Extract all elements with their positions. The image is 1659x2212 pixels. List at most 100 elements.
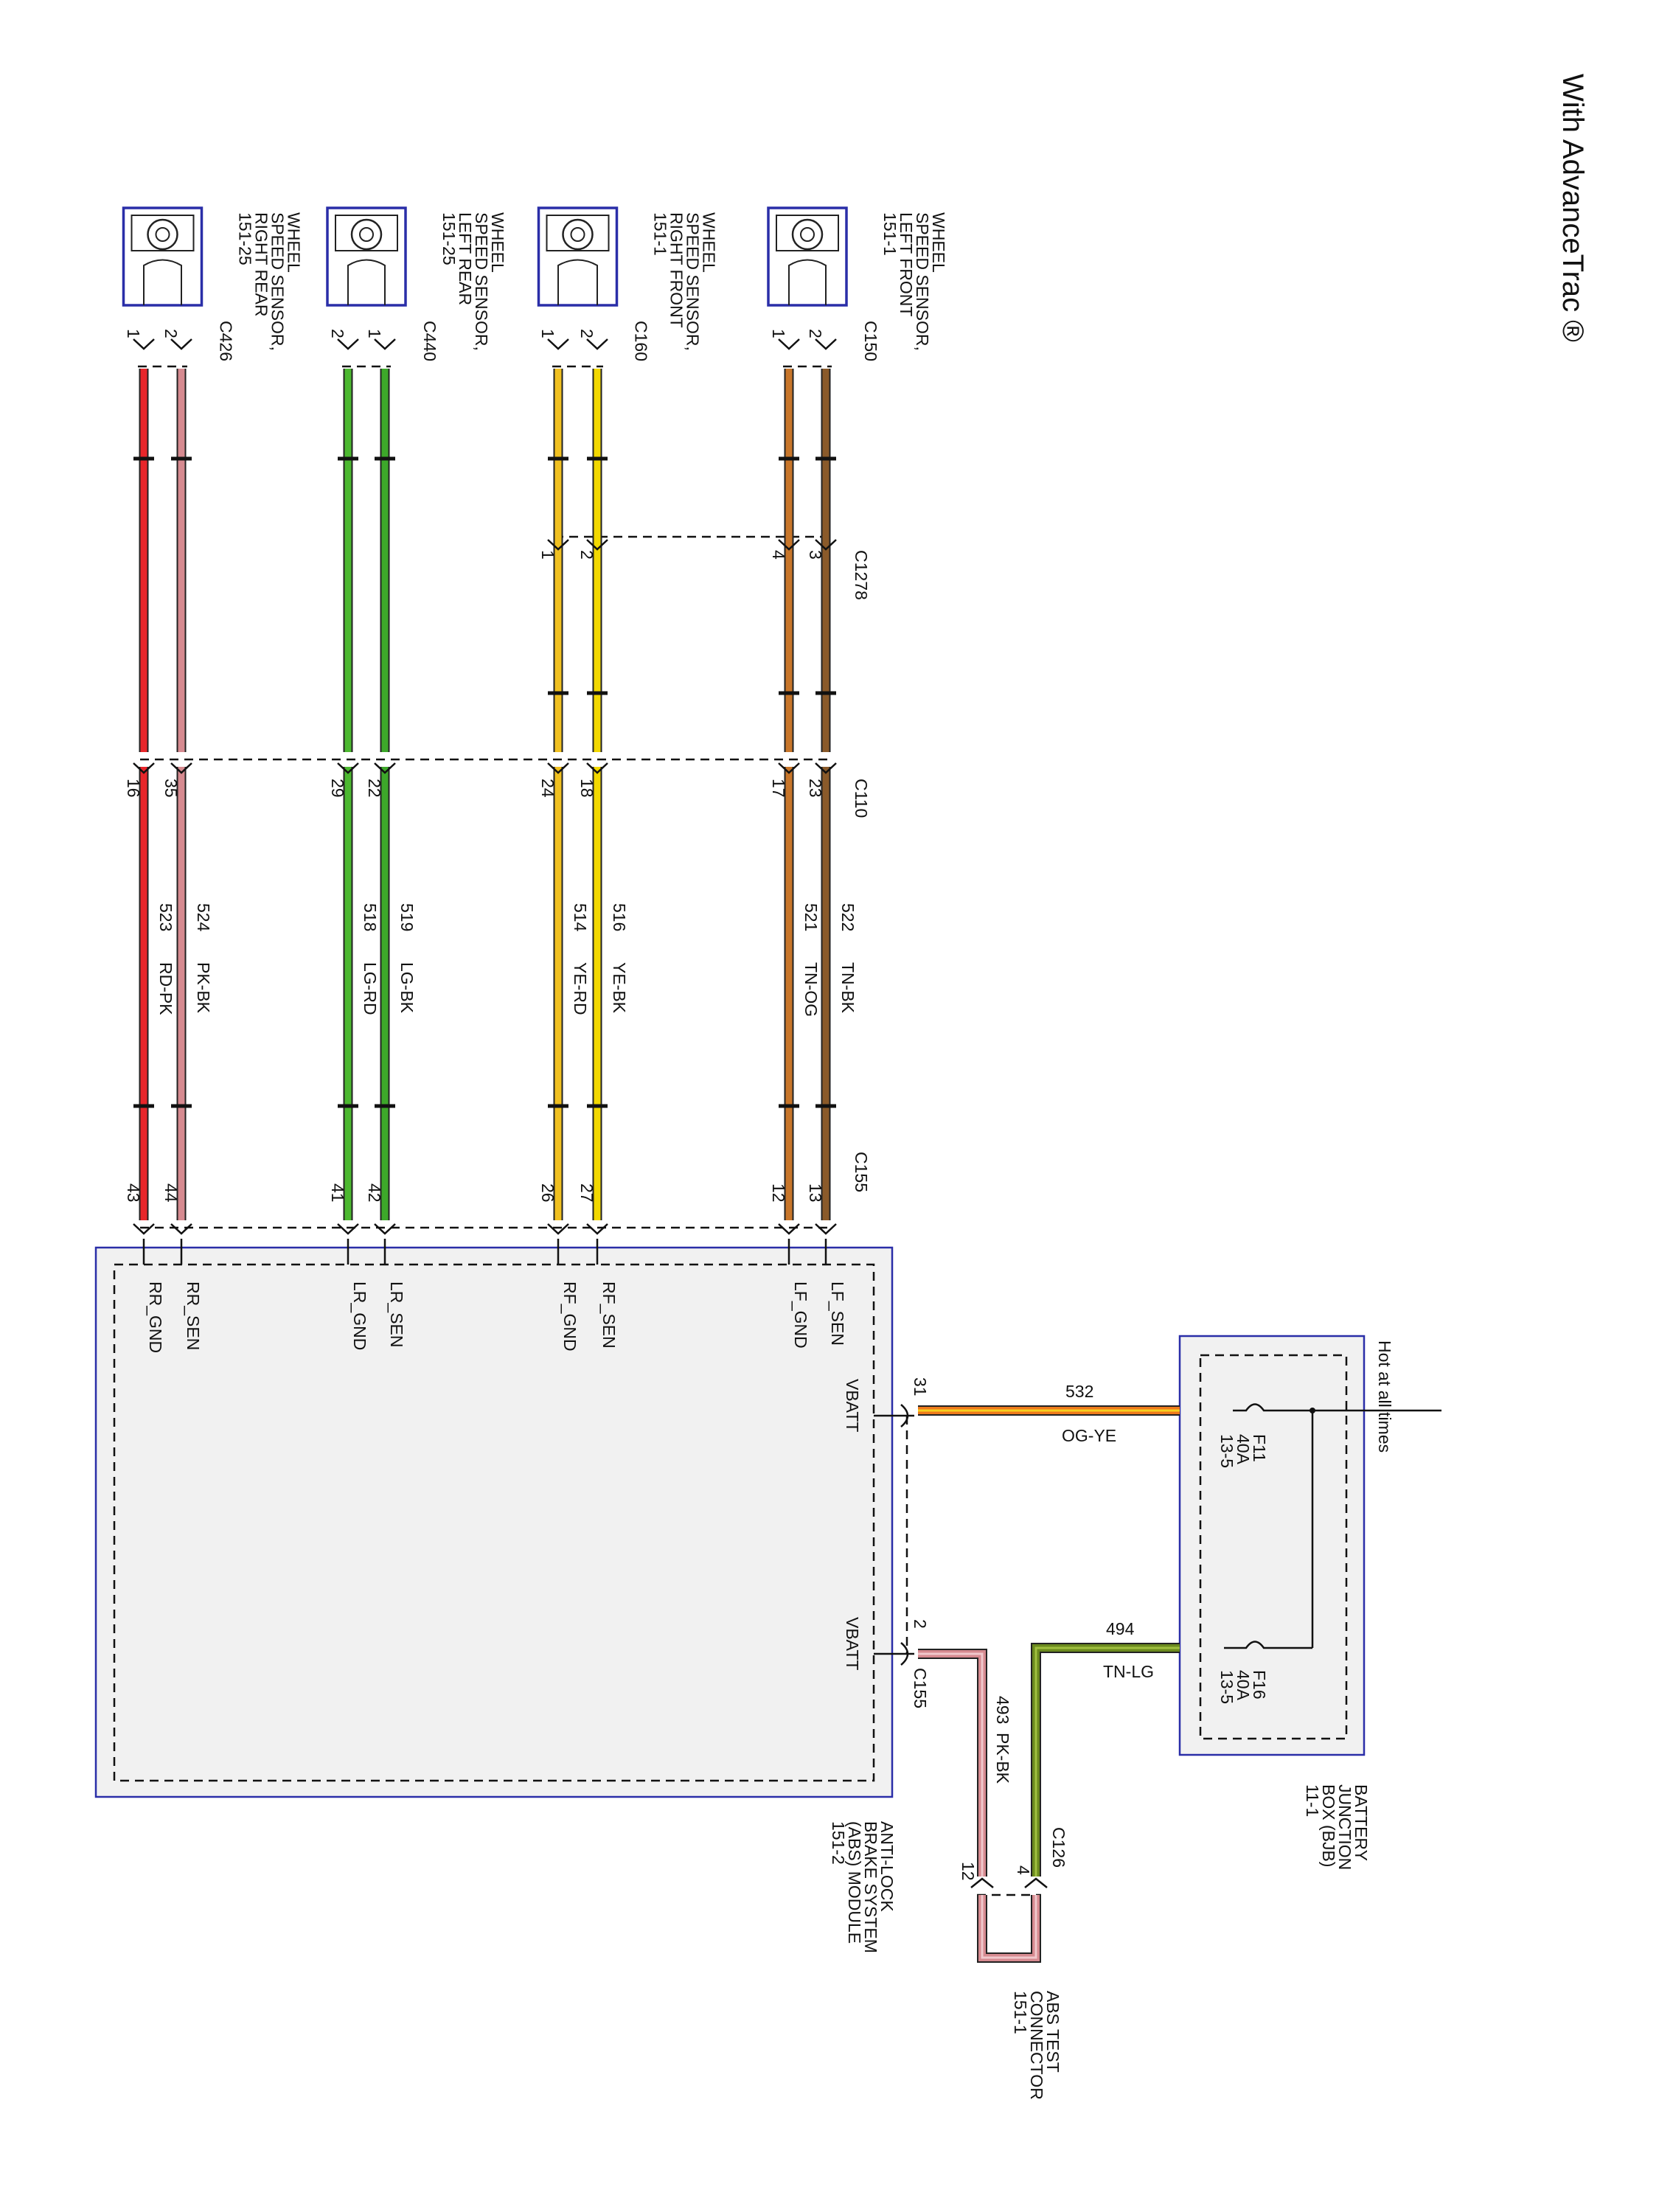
sensor-lf-gear-hub-icon	[800, 227, 815, 242]
module-pin-rf_sen: RF_SEN	[599, 1281, 619, 1349]
wire-516-color: YE-BK	[610, 962, 629, 1014]
abs-name-line-3: (ABS) MODULE	[845, 1821, 864, 1944]
vbatt1-terminal	[900, 1404, 909, 1427]
sensor-lf-connector-label: C150	[861, 321, 880, 361]
sensor-rr-pin-0-terminal	[133, 338, 155, 350]
sensor-lf-name-line-3: LEFT FRONT	[897, 212, 916, 316]
sensor-rf-name-line-3: RIGHT FRONT	[667, 212, 686, 328]
c155-rf-pin-1: 27	[577, 1183, 597, 1203]
c110-lr-pin-1: 22	[365, 779, 384, 798]
bjb-name-line-3: BOX (BJB)	[1319, 1784, 1338, 1867]
wire-524-number: 524	[194, 903, 213, 932]
test-name-line-1: ABS TEST	[1043, 1991, 1062, 2073]
wire-522-color: TN-BK	[838, 962, 858, 1014]
wire-519-number: 519	[397, 903, 417, 931]
c155-lr-pin-1-terminal	[374, 1223, 396, 1235]
sensor-lr-name-line-3: LEFT REAR	[456, 212, 475, 305]
sensor-rr-pin-1: 2	[161, 329, 181, 338]
sensor-lr-name-line-2: SPEED SENSOR,	[472, 212, 491, 351]
abs-test-connector: C126 4 12 ABS TEST CONNECTOR 151-1	[959, 1827, 1068, 2100]
test-pin-12: 12	[959, 1862, 978, 1881]
wire-514-color: YE-RD	[571, 962, 590, 1015]
test-pin-12-terminal	[970, 1877, 994, 1888]
sensor-lr-pin-0: 2	[328, 329, 347, 338]
wire-493-color: PK-BK	[993, 1733, 1012, 1784]
bjb-name-line-1: BATTERY	[1352, 1784, 1371, 1861]
c110-rr-pin-0-terminal	[133, 762, 155, 774]
test-pin-4: 4	[1014, 1865, 1033, 1875]
c155-lf-pin-1-terminal	[815, 1223, 837, 1235]
test-loop-stripe	[981, 1895, 1037, 1959]
wire-518-number: 518	[361, 903, 380, 931]
module-pin-rr_sen: RR_SEN	[184, 1281, 203, 1350]
c155-lf-pin-0-terminal	[778, 1223, 800, 1235]
c155-lr-pin-1: 42	[365, 1183, 384, 1203]
feed-wires: 532 OG-YE 494 TN-LG 493 PK-BK	[918, 1382, 1180, 1877]
sensor-lr-pin-0-terminal	[337, 338, 359, 350]
sensor-rf-pin-0-terminal	[547, 338, 569, 350]
wire-532-number: 532	[1065, 1382, 1093, 1401]
wire-514-number: 514	[571, 903, 590, 932]
sensor-rf-connector-label: C160	[632, 321, 651, 361]
sensor-rf-pin-1: 2	[577, 329, 597, 338]
sensor-lr-name-line-1: WHEEL	[488, 212, 507, 273]
wire-523-number: 523	[156, 903, 175, 931]
f11-ref: 13-5	[1217, 1434, 1237, 1468]
c155-lf-pin-0: 12	[769, 1183, 788, 1203]
sensor-lr-box	[326, 206, 407, 307]
c110-lr-pin-1-terminal	[374, 762, 396, 774]
sensor-lf-pin-1: 2	[806, 329, 825, 338]
c110-rf-pin-1-terminal	[586, 762, 608, 774]
f11-name: F11	[1250, 1434, 1269, 1462]
module-pin-rf_gnd: RF_GND	[560, 1281, 580, 1352]
sensor-lr-core	[335, 215, 398, 251]
abs-module: VBATT VBATT 31 2 C155 ANTI-LOCK BRAKE SY…	[94, 1246, 930, 1953]
c1278-lf-pin-0-terminal	[778, 539, 800, 551]
sensor-lr-pin-1: 1	[365, 329, 384, 338]
c110-lf-pin-1-terminal	[815, 762, 837, 774]
sensor-lf-pin-0: 1	[769, 329, 788, 338]
wire-521-color: TN-OG	[801, 962, 821, 1017]
c155-rr-pin-0-terminal	[133, 1223, 155, 1235]
sensor-lf-core	[776, 215, 839, 251]
sensor-rr-core	[131, 215, 195, 251]
sensor-rr-gear-hub-icon	[155, 227, 170, 242]
sensor-lf-gear-icon	[791, 218, 824, 251]
bjb-name-line-2: JUNCTION	[1335, 1784, 1354, 1870]
c110-rr-pin-1: 35	[161, 779, 181, 798]
test-loop-outline	[977, 1895, 1041, 1963]
c155-rf-pin-0: 26	[538, 1183, 557, 1203]
bjb-name-line-4: 11-1	[1303, 1784, 1322, 1817]
f16-name: F16	[1250, 1670, 1269, 1700]
sensor-lr-connector-label: C440	[420, 321, 439, 361]
c155-lf-pin-1: 13	[806, 1183, 825, 1203]
f16-fuse-symbol	[1224, 1641, 1276, 1649]
c1278-rf-pin-1: 2	[577, 550, 597, 560]
sensor-rf-name-line-4: 151-1	[651, 212, 670, 256]
module-pin-rr_gnd: RR_GND	[146, 1281, 165, 1353]
wire-493-number: 493	[993, 1696, 1012, 1724]
wire-493-stripe	[918, 1652, 984, 1877]
c155-rf-pin-0-terminal	[547, 1223, 569, 1235]
sensor-rr-coil-icon	[143, 259, 182, 305]
abs-name-line-4: 151-2	[829, 1821, 848, 1865]
diagram-title: With AdvanceTrac ®	[1557, 74, 1589, 342]
test-name-line-2: CONNECTOR	[1027, 1991, 1046, 2100]
sensor-rf-box	[537, 206, 619, 307]
c1278-rf-pin-0-terminal	[547, 539, 569, 551]
c155-rr-pin-0: 43	[124, 1183, 143, 1203]
sensor-lf-name-line-1: WHEEL	[929, 212, 948, 273]
c155-lr-pin-0-terminal	[337, 1223, 359, 1235]
wire-519-color: LG-BK	[397, 962, 417, 1014]
c110-lr-pin-0-terminal	[337, 762, 359, 774]
c110-lf-pin-0-terminal	[778, 762, 800, 774]
wire-521-number: 521	[801, 903, 821, 931]
f11-rating: 40A	[1234, 1434, 1253, 1465]
test-connector-c126: C126	[1049, 1827, 1068, 1868]
hot-at-all-times: Hot at all times	[1375, 1340, 1394, 1453]
wire-522-number: 522	[838, 903, 858, 931]
module-pin-lr_gnd: LR_GND	[350, 1281, 369, 1350]
wire-494-number: 494	[1106, 1619, 1135, 1638]
test-loop	[978, 1895, 1040, 1961]
